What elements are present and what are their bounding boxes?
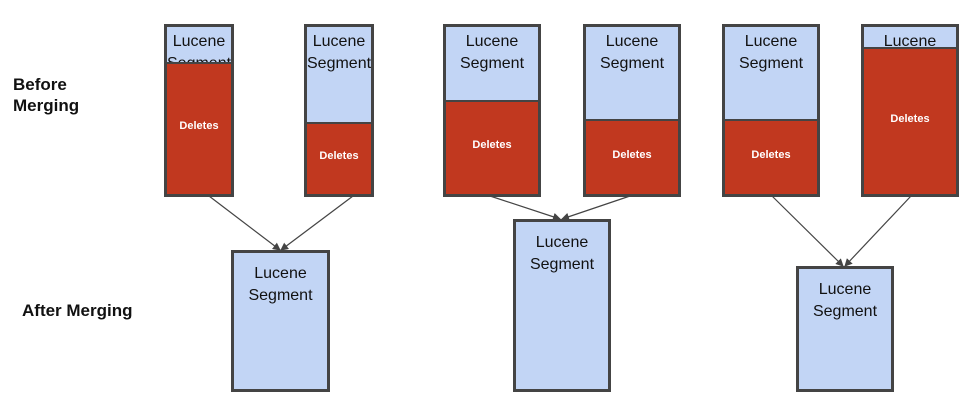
before-segment: Lucene Segment Deletes bbox=[304, 24, 374, 197]
before-segment: Lucene Segment Deletes bbox=[861, 24, 959, 197]
segment-title: Lucene Segment bbox=[812, 281, 878, 320]
merge-arrow bbox=[208, 195, 281, 251]
deletes-block: Deletes bbox=[167, 62, 231, 194]
merge-arrow bbox=[844, 195, 912, 267]
deletes-block: Deletes bbox=[725, 119, 817, 194]
deletes-label: Deletes bbox=[319, 150, 359, 162]
segment-title: Lucene Segment bbox=[248, 265, 313, 304]
segment-title: Lucene Segment bbox=[599, 33, 665, 72]
before-segment: Lucene Segment Deletes bbox=[164, 24, 234, 197]
merged-segment: Lucene Segment bbox=[231, 250, 330, 392]
merged-segment: Lucene Segment bbox=[796, 266, 894, 392]
segment-title: Lucene Segment bbox=[459, 33, 525, 72]
before-merging-label: Before Merging bbox=[13, 75, 80, 115]
after-merging-label: After Merging bbox=[22, 301, 133, 320]
merge-arrow bbox=[489, 195, 561, 221]
deletes-block: Deletes bbox=[864, 47, 956, 194]
deletes-block: Deletes bbox=[446, 100, 538, 194]
deletes-label: Deletes bbox=[890, 113, 930, 125]
segment-title: Lucene Segment bbox=[307, 33, 372, 72]
deletes-label: Deletes bbox=[612, 149, 652, 161]
deletes-block: Deletes bbox=[586, 119, 678, 194]
merged-segment: Lucene Segment bbox=[513, 219, 611, 392]
before-segment: Lucene Segment Deletes bbox=[443, 24, 541, 197]
before-segment: Lucene Segment Deletes bbox=[722, 24, 820, 197]
merge-arrow bbox=[561, 195, 631, 221]
deletes-label: Deletes bbox=[751, 149, 791, 161]
deletes-label: Deletes bbox=[179, 120, 219, 132]
deletes-block: Deletes bbox=[307, 122, 371, 194]
merge-arrow bbox=[280, 195, 354, 251]
deletes-label: Deletes bbox=[472, 139, 512, 151]
segment-title: Lucene Segment bbox=[529, 234, 595, 273]
merge-arrow bbox=[771, 195, 844, 267]
segment-title: Lucene Segment bbox=[738, 33, 804, 72]
before-segment: Lucene Segment Deletes bbox=[583, 24, 681, 197]
